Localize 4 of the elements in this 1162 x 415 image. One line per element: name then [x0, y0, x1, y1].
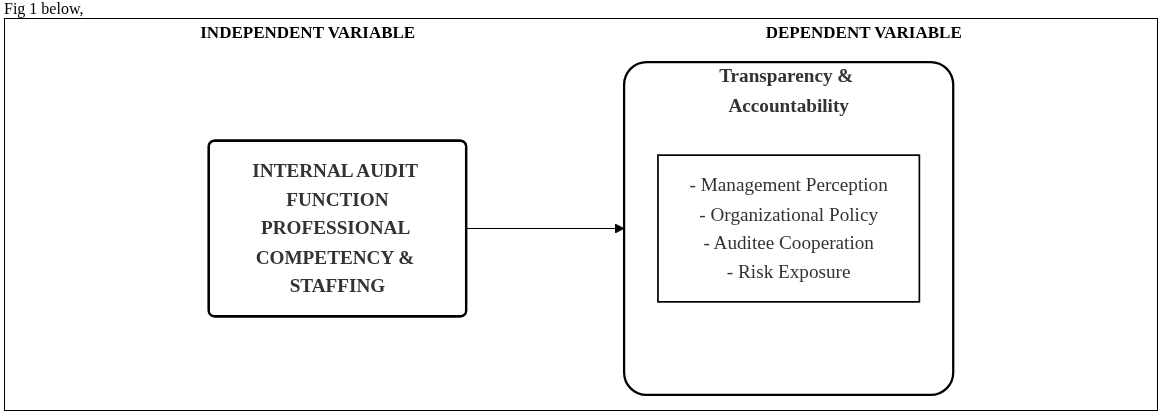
figure-reference: Fig 1 below, — [4, 0, 84, 17]
column-heading: INDEPENDENT VARIABLE — [200, 23, 416, 43]
column-heading: DEPENDENT VARIABLE — [765, 23, 962, 43]
node-box: - Management Perception - Organizational Policy - Auditee Cooperation - Risk Exposure — [657, 154, 921, 303]
